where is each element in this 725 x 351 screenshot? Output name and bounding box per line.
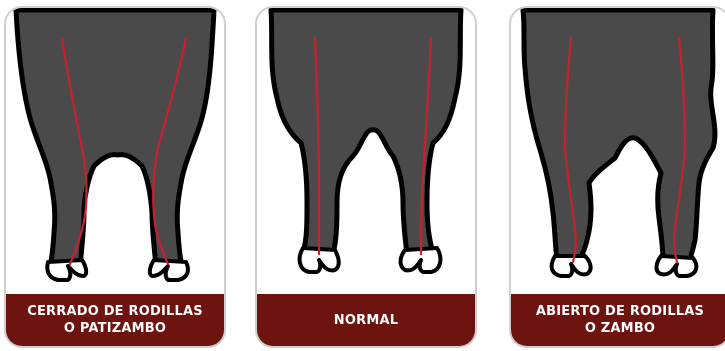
left-hoof [47,260,86,280]
knock-kneed-legs-illustration [6,8,224,292]
caption-line-1: CERRADO DE RODILLAS [27,303,203,320]
caption-cerrado-de-rodillas: CERRADO DE RODILLAS O PATIZAMBO [6,294,224,346]
caption-line-2: O ZAMBO [585,320,655,337]
panel-normal: NORMAL [255,6,477,348]
left-hoof [552,256,591,276]
caption-normal: NORMAL [257,294,475,346]
cow-hindquarters-bow-legged [523,10,715,262]
caption-line-1: ABIERTO DE RODILLAS [536,303,704,320]
bow-legged-illustration [511,8,725,292]
caption-line-1: NORMAL [334,312,398,329]
caption-line-2: O PATIZAMBO [64,320,166,337]
cow-hindquarters-normal [271,10,461,254]
normal-legs-illustration [257,8,475,292]
panel-abierto-de-rodillas: ABIERTO DE RODILLAS O ZAMBO [509,6,725,348]
panel-cerrado-de-rodillas: CERRADO DE RODILLAS O PATIZAMBO [4,6,226,348]
caption-abierto-de-rodillas: ABIERTO DE RODILLAS O ZAMBO [511,294,725,346]
right-hoof [150,260,188,280]
